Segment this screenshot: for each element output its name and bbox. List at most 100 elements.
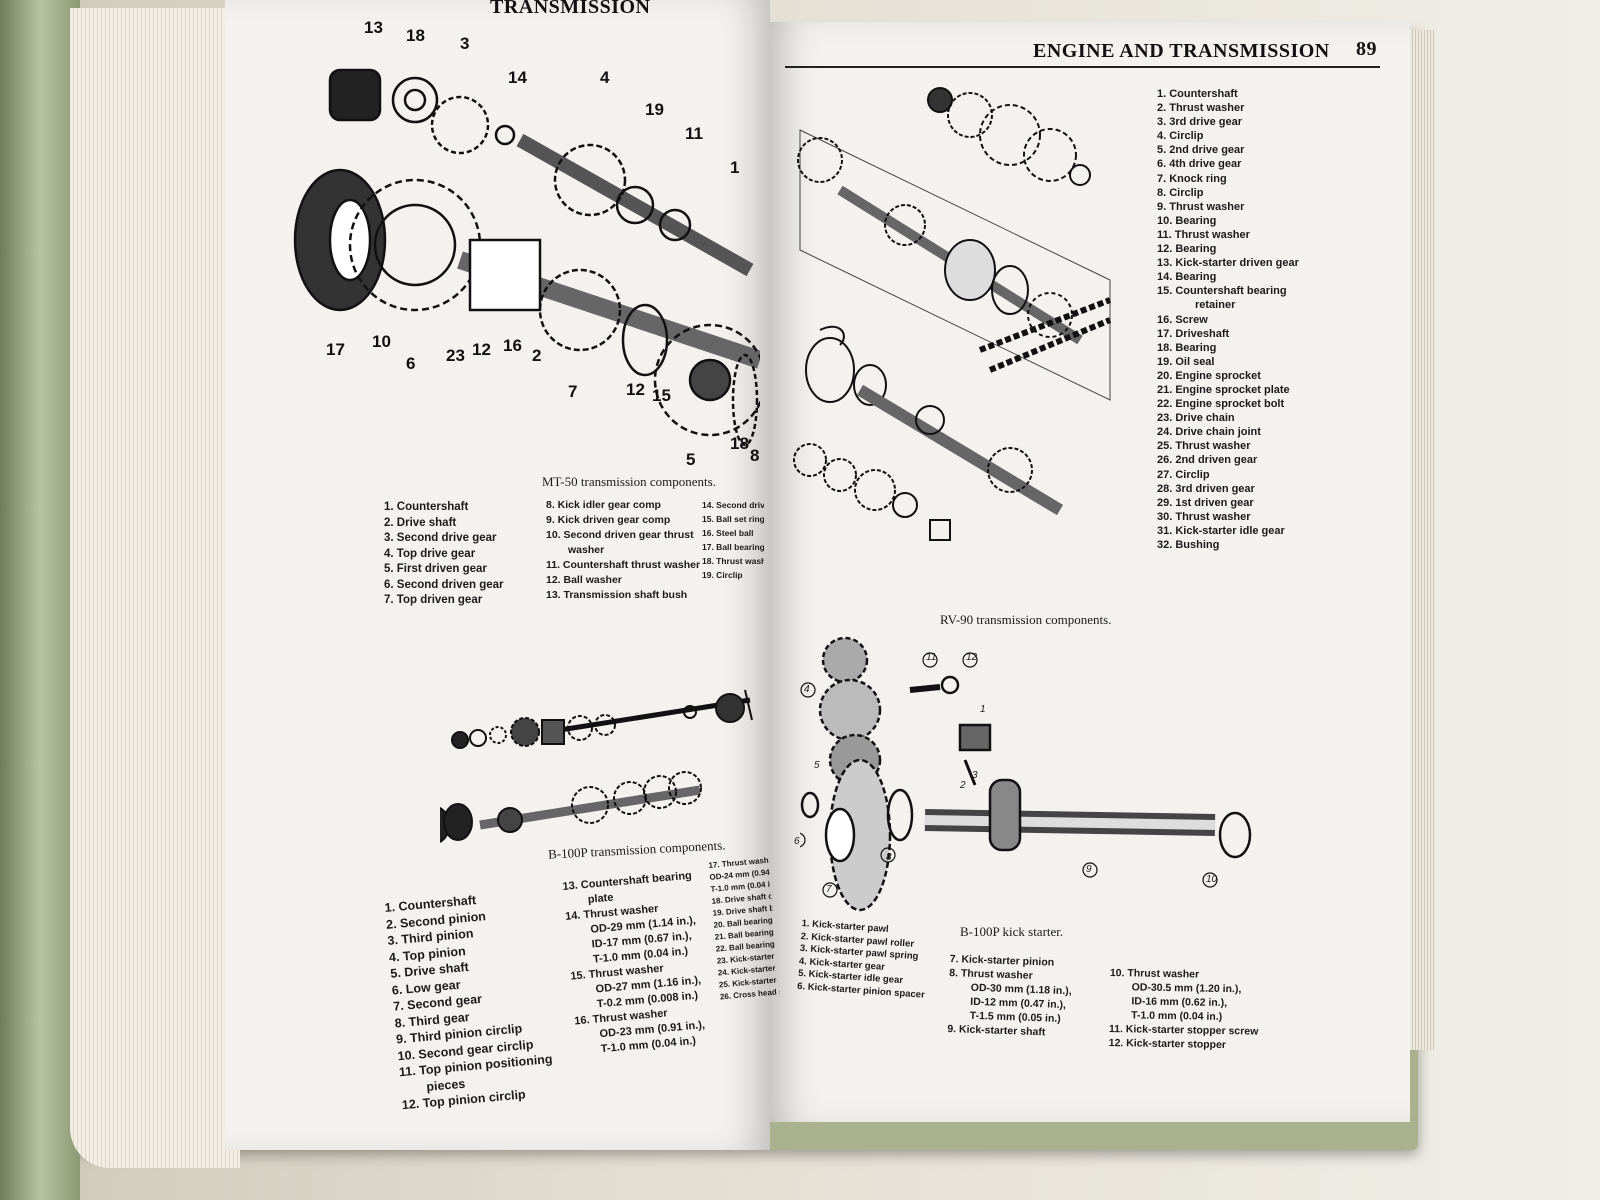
legend-item: 20. Engine sprocket: [1157, 369, 1261, 382]
plastic-sleeve-edge: [0, 0, 80, 1200]
legend-item: 18. Thrust washer: [702, 556, 764, 566]
legend-item: 14. Second drive gear circlip: [702, 500, 764, 510]
legend-item: retainer: [1195, 299, 1236, 312]
legend-item: 31. Kick-starter idle gear: [1157, 524, 1285, 537]
legend-item: 28. 3rd driven gear: [1157, 482, 1255, 495]
callout-13: 13: [364, 18, 383, 37]
legend-item: 17. Ball bearing: [702, 542, 764, 552]
left-running-head: TRANSMISSION: [490, 0, 651, 18]
legend-item: 17. Driveshaft: [1157, 327, 1230, 340]
callout-18b: 18: [730, 434, 749, 453]
legend-item: 2. Thrust washer: [1157, 102, 1245, 115]
legend-item: 7. Knock ring: [1157, 172, 1227, 185]
legend-item: 12. Ball washer: [546, 574, 622, 586]
kick-caption: B-100P kick starter.: [960, 924, 1064, 939]
b100p-legend-col2: 13. Countershaft bearing plate 14. Thrus…: [562, 869, 707, 1060]
legend-item: 16. Screw: [1157, 313, 1208, 326]
rv90-legend: 1. Countershaft 2. Thrust washer 3. 3rd …: [1157, 87, 1299, 552]
callout-3: 3: [460, 34, 470, 53]
mt50-legend-col2: 8. Kick idler gear comp 9. Kick driven g…: [546, 498, 700, 603]
legend-item: 9. Kick driven gear comp: [546, 514, 671, 526]
legend-item: washer: [568, 544, 605, 556]
legend-item: 26. 2nd driven gear: [1157, 454, 1258, 467]
callout-12b: 12: [626, 380, 645, 399]
kick-legend-col3: 10. Thrust washer OD-30.5 mm (1.20 in.),…: [1109, 966, 1260, 1053]
rv90-diagram: [793, 87, 1112, 541]
legend-item: 11. Thrust washer: [1157, 228, 1250, 241]
callout-17: 17: [326, 340, 345, 359]
callout-6: 6: [406, 354, 416, 373]
callout-5: 5: [686, 450, 696, 469]
kick-callout-11: 11: [926, 652, 937, 663]
rv90-caption: RV-90 transmission components.: [940, 612, 1112, 627]
legend-item: 10. Bearing: [1157, 214, 1217, 227]
legend-item: 16. Steel ball: [702, 528, 754, 538]
legend-item: 32. Bushing: [1157, 539, 1220, 551]
legend-item: 15. Ball set ring: [702, 514, 764, 524]
legend-item: 21. Engine sprocket plate: [1157, 383, 1290, 396]
kick-callout-3: 3: [972, 770, 978, 781]
callout-15: 15: [652, 386, 671, 405]
legend-item: 15. Countershaft bearing: [1157, 285, 1287, 298]
legend-item: 27. Circlip: [1157, 468, 1210, 481]
kick-callout-9: 9: [1086, 864, 1092, 875]
legend-item: 30. Thrust washer: [1157, 510, 1251, 523]
legend-item: 11. Countershaft thrust washer: [546, 559, 701, 571]
callout-23: 23: [446, 346, 465, 365]
legend-item: 2. Drive shaft: [384, 516, 457, 529]
kick-callout-2: 2: [960, 780, 966, 791]
callout-18: 18: [406, 26, 425, 45]
kick-callout-5: 5: [814, 760, 820, 771]
legend-item: 4. Top drive gear: [384, 547, 476, 560]
b100p-legend-col1: 1. Countershaft 2. Second pinion 3. Thir…: [384, 887, 556, 1114]
legend-item: 10. Second driven gear thrust: [546, 529, 694, 541]
mt50-diagram: [293, 68, 760, 447]
legend-item: 9. Thrust washer: [1157, 200, 1245, 213]
callout-11: 11: [685, 124, 703, 143]
legend-item: 18. Bearing: [1157, 341, 1217, 354]
legend-item: 5. 2nd drive gear: [1157, 144, 1245, 157]
callout-16: 16: [503, 336, 522, 355]
legend-item: 5. First driven gear: [384, 563, 487, 575]
right-page: [770, 22, 1410, 1122]
legend-item: 3. 3rd drive gear: [1157, 116, 1242, 129]
legend-item: 6. Second driven gear: [384, 578, 504, 591]
legend-item: 13. Kick-starter driven gear: [1157, 257, 1299, 270]
kick-callout-4: 4: [804, 684, 810, 695]
callout-10: 10: [372, 332, 391, 351]
callout-12: 12: [472, 340, 491, 359]
kick-legend-col1: 1. Kick-starter pawl 2. Kick-starter paw…: [797, 918, 930, 1002]
callout-14: 14: [508, 68, 527, 87]
legend-item: 13. Transmission shaft bush: [546, 589, 688, 601]
callout-19: 19: [645, 100, 664, 119]
legend-item: 24. Drive chain joint: [1157, 426, 1261, 439]
legend-item: 6. 4th drive gear: [1157, 158, 1242, 171]
legend-item: 3. Second drive gear: [384, 532, 497, 544]
kick-starter-diagram: [800, 636, 1252, 912]
mt50-legend-col1: 1. Countershaft 2. Drive shaft 3. Second…: [384, 500, 504, 609]
page-number: 89: [1356, 38, 1377, 60]
legend-item: 19. Circlip: [702, 570, 743, 580]
kick-legend-col2: 7. Kick-starter pinion 8. Thrust washer …: [947, 952, 1073, 1040]
mt50-legend-col3: 14. Second drive gear circlip 15. Ball s…: [702, 498, 764, 582]
legend-item: 1. Countershaft: [384, 501, 469, 513]
kick-callout-7: 7: [826, 884, 832, 895]
callout-1: 1: [730, 158, 740, 177]
legend-item: 12. Kick-starter stopper: [1108, 1036, 1227, 1052]
page-block-left: [70, 8, 240, 1168]
callout-8: 8: [750, 446, 760, 465]
legend-item: 29. 1st driven gear: [1157, 496, 1254, 509]
kick-callout-6: 6: [794, 836, 800, 847]
header-rule: [785, 66, 1380, 68]
callout-4: 4: [600, 68, 610, 87]
legend-item: 19. Oil seal: [1157, 355, 1215, 368]
legend-item: 7. Top driven gear: [384, 594, 483, 606]
legend-item: 4. Circlip: [1157, 130, 1204, 143]
b100p-diagram: [440, 689, 753, 843]
kick-callout-10: 10: [1206, 874, 1218, 885]
callout-7: 7: [568, 382, 578, 401]
legend-item: 14. Bearing: [1157, 271, 1217, 284]
b100p-legend-col3: 17. Thrust washer OD-24 mm (0.94 in.), T…: [708, 855, 780, 1004]
kick-callout-8: 8: [886, 852, 892, 863]
callout-2: 2: [532, 346, 542, 365]
